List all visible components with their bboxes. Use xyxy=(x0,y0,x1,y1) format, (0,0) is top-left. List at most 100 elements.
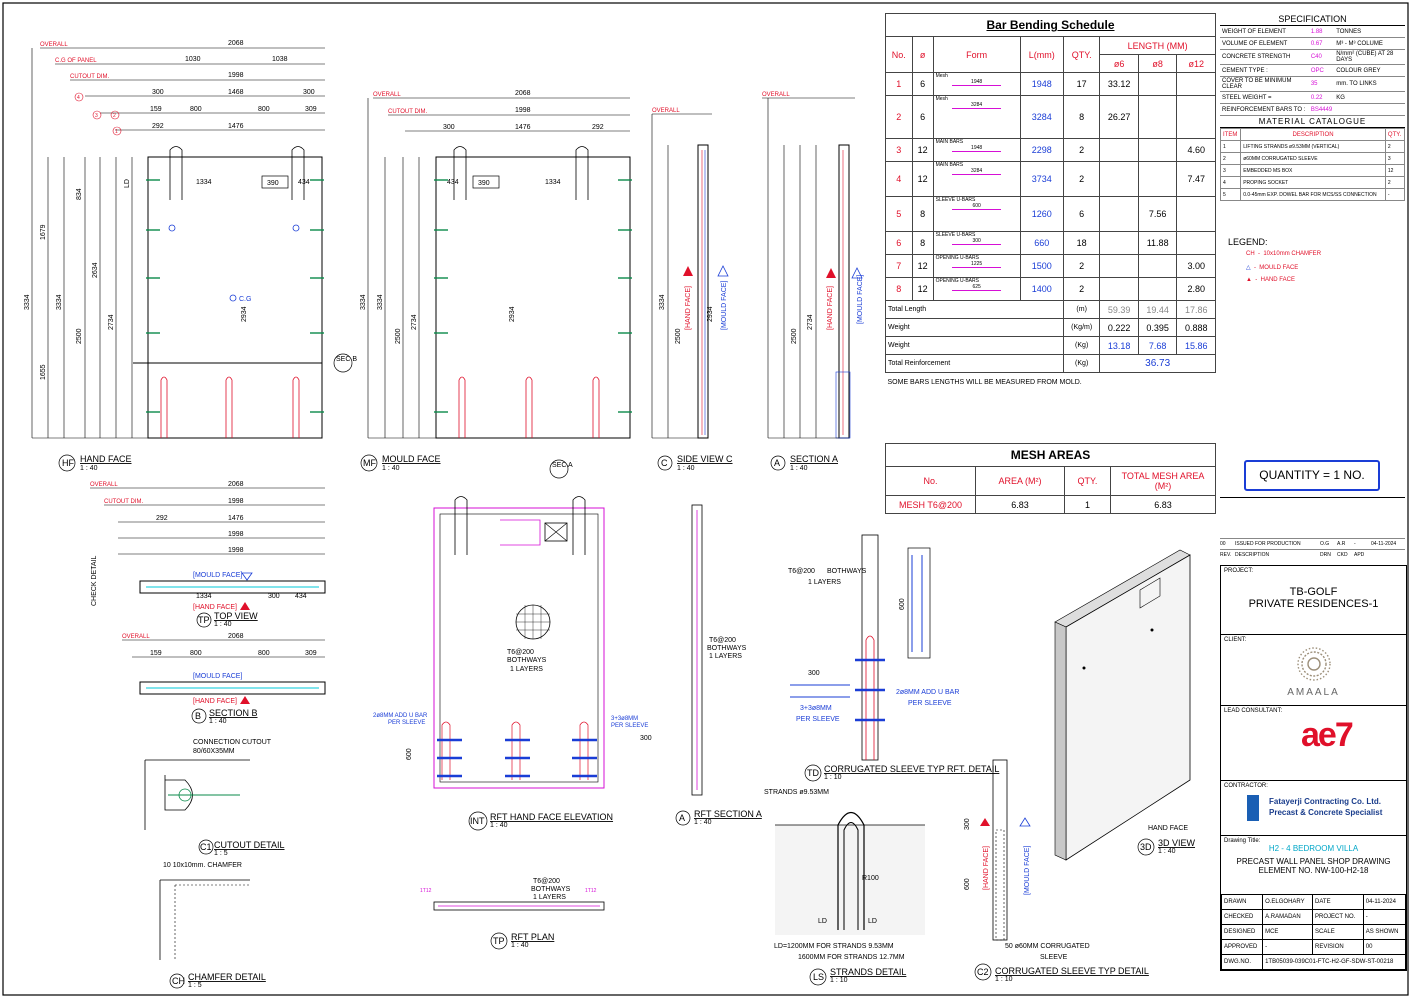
bbs-no: 4 xyxy=(885,161,913,197)
mesh-title: MESH AREAS xyxy=(885,443,1216,467)
bbs-l: 1400 xyxy=(1019,277,1064,301)
bbs-form-label: Mesh xyxy=(935,73,948,79)
bbs-total-reinf: 36.73 xyxy=(1099,354,1216,373)
dim-800-a: 800 xyxy=(190,106,202,113)
int-layers: 1 LAYERS xyxy=(510,666,543,673)
legend-item-chamfer: CH - 10x10mm CHAMFER xyxy=(1246,251,1322,257)
ch-title: CHAMFER DETAIL xyxy=(188,972,266,982)
spec-unit xyxy=(1334,103,1405,116)
c2-dim-100: 300 xyxy=(964,818,971,830)
val-project-no: - xyxy=(1362,909,1407,925)
dim-800-b: 800 xyxy=(258,106,270,113)
td-code: TD xyxy=(807,768,819,778)
three-d-scale: 1 : 40 xyxy=(1158,848,1176,855)
cat-item: 3 xyxy=(1219,164,1242,177)
bbs-title: Bar Bending Schedule xyxy=(885,13,1216,37)
c2-hand-face: [HAND FACE] xyxy=(983,846,990,890)
dim-1334: 1334 xyxy=(196,179,212,186)
bbs-weight-m-unit: (Kg/m) xyxy=(1062,318,1101,337)
int-dim-600: 600 xyxy=(406,748,413,760)
c2-mould-face: [MOULD FACE] xyxy=(1024,846,1031,895)
bbs-no: 7 xyxy=(885,254,913,278)
rev-ckd: A.R xyxy=(1337,541,1346,547)
client-logo-icon xyxy=(1224,643,1403,687)
dim-159: 159 xyxy=(150,106,162,113)
b-scale: 1 : 40 xyxy=(209,718,227,725)
quantity-box: QUANTITY = 1 NO. xyxy=(1244,460,1380,491)
spec-value: 35 xyxy=(1308,76,1335,92)
bbs-l: 1260 xyxy=(1019,196,1064,232)
rp-mesh-label: T6@200 xyxy=(533,878,560,885)
bbs-form-dim: 3284 xyxy=(952,168,1002,175)
consultant-logo: ae7 xyxy=(1301,716,1354,754)
c1-connection: CONNECTION CUTOUT xyxy=(193,739,272,746)
dim-390: 390 xyxy=(267,180,279,187)
dim-1468: 1468 xyxy=(228,89,244,96)
bbs-d8 xyxy=(1137,72,1178,96)
cat-qty: 3 xyxy=(1384,152,1406,165)
spec-unit: TONNES xyxy=(1334,26,1405,38)
bbs-dia: 8 xyxy=(911,196,934,232)
legend-title: LEGEND: xyxy=(1228,237,1268,247)
tp-dim-1476: 1476 xyxy=(228,515,244,522)
bbs-no: 6 xyxy=(885,231,913,255)
bbs-d8 xyxy=(1137,277,1178,301)
bbs-dia: 12 xyxy=(911,138,934,162)
cat-qty: 12 xyxy=(1384,164,1406,177)
ls-scale: 1 : 10 xyxy=(830,977,848,984)
td-title: CORRUGATED SLEEVE TYP RFT. DETAIL xyxy=(824,764,999,774)
cat-desc: PROPING SOCKET xyxy=(1240,176,1386,189)
bbs-total-reinf-unit: (Kg) xyxy=(1062,354,1101,373)
lbl-checked: CHECKED xyxy=(1220,909,1264,925)
bbs-qty: 17 xyxy=(1062,72,1101,96)
mesh-h-total: TOTAL MESH AREA (M²) xyxy=(1110,466,1216,496)
revision-header: REV. DESCRIPTION DRN CKD APD xyxy=(1220,550,1405,560)
mf-dim-1476: 1476 xyxy=(515,124,531,131)
c-mould-face: [MOULD FACE] xyxy=(721,281,728,330)
ch-chamfer: 10 10x10mm. CHAMFER xyxy=(163,862,242,869)
bbs-d12 xyxy=(1176,231,1216,255)
bbs-no: 8 xyxy=(885,277,913,301)
c2-corr: 50 ø60MM CORRUGATED xyxy=(1005,943,1090,950)
cat-h-desc: DESCRIPTION xyxy=(1240,128,1386,141)
bbs-total-length-d12: 17.86 xyxy=(1176,300,1216,319)
rft-hand-face-elevation: T6@200 BOTHWAYS 1 LAYERS 2ø8MM ADD U BAR… xyxy=(373,496,652,831)
bbs-weight-m-label: Weight xyxy=(885,318,1064,337)
rft-plan: T6@200 BOTHWAYS 1 LAYERS 1T12 1T12 TP RF… xyxy=(420,878,605,950)
lbl-approved: APPROVED xyxy=(1220,939,1264,955)
ld-label: LD xyxy=(124,179,131,188)
a-code: A xyxy=(774,458,780,468)
drawing-title-section: Drawing Title: H2 - 4 BEDROOM VILLA PREC… xyxy=(1221,835,1406,894)
dim-3334-a: 3334 xyxy=(24,294,31,310)
legend-item-hand: ▲ - HAND FACE xyxy=(1246,277,1295,283)
c2-sleeve: SLEEVE xyxy=(1040,954,1068,961)
bbs-d8: 7.56 xyxy=(1137,196,1178,232)
ra-layers: 1 LAYERS xyxy=(709,653,742,660)
spec-label: STEEL WEIGHT = xyxy=(1220,91,1309,104)
bbs-d6 xyxy=(1099,196,1139,232)
mesh-areas: MESH AREAS No. AREA (M²) QTY. TOTAL MESH… xyxy=(885,443,1216,514)
tp-scale: 1 : 40 xyxy=(214,621,232,628)
tp-dim-1998: 1998 xyxy=(228,498,244,505)
mesh-total: 6.83 xyxy=(1110,495,1216,514)
bbs-weight-kg-d6: 13.18 xyxy=(1099,336,1139,355)
mf-dim-300: 300 xyxy=(443,124,455,131)
tp-title: TOP VIEW xyxy=(214,611,258,621)
bbs-dia: 6 xyxy=(911,95,934,139)
cat-qty: - xyxy=(1384,188,1406,201)
bbs-d6 xyxy=(1099,254,1139,278)
bbs-form-dim: 300 xyxy=(952,238,1002,245)
svg-text:1: 1 xyxy=(115,129,118,135)
bbs-d6: 33.12 xyxy=(1099,72,1139,96)
sleeve-rft-detail: T6@200 BOTHWAYS 1 LAYERS 600 300 2ø8MM A… xyxy=(788,534,999,782)
bbs-d12 xyxy=(1176,72,1216,96)
ls-line2: 1600MM FOR STRANDS 12.7MM xyxy=(798,954,905,961)
rp-layers: 1 LAYERS xyxy=(533,894,566,901)
int-u-bar: 2ø8MM ADD U BAR xyxy=(373,713,428,719)
bbs-l: 3284 xyxy=(1019,95,1064,139)
bbs-dia: 8 xyxy=(911,231,934,255)
chamfer-detail: 10 10x10mm. CHAMFER CH CHAMFER DETAIL 1 … xyxy=(159,862,266,989)
